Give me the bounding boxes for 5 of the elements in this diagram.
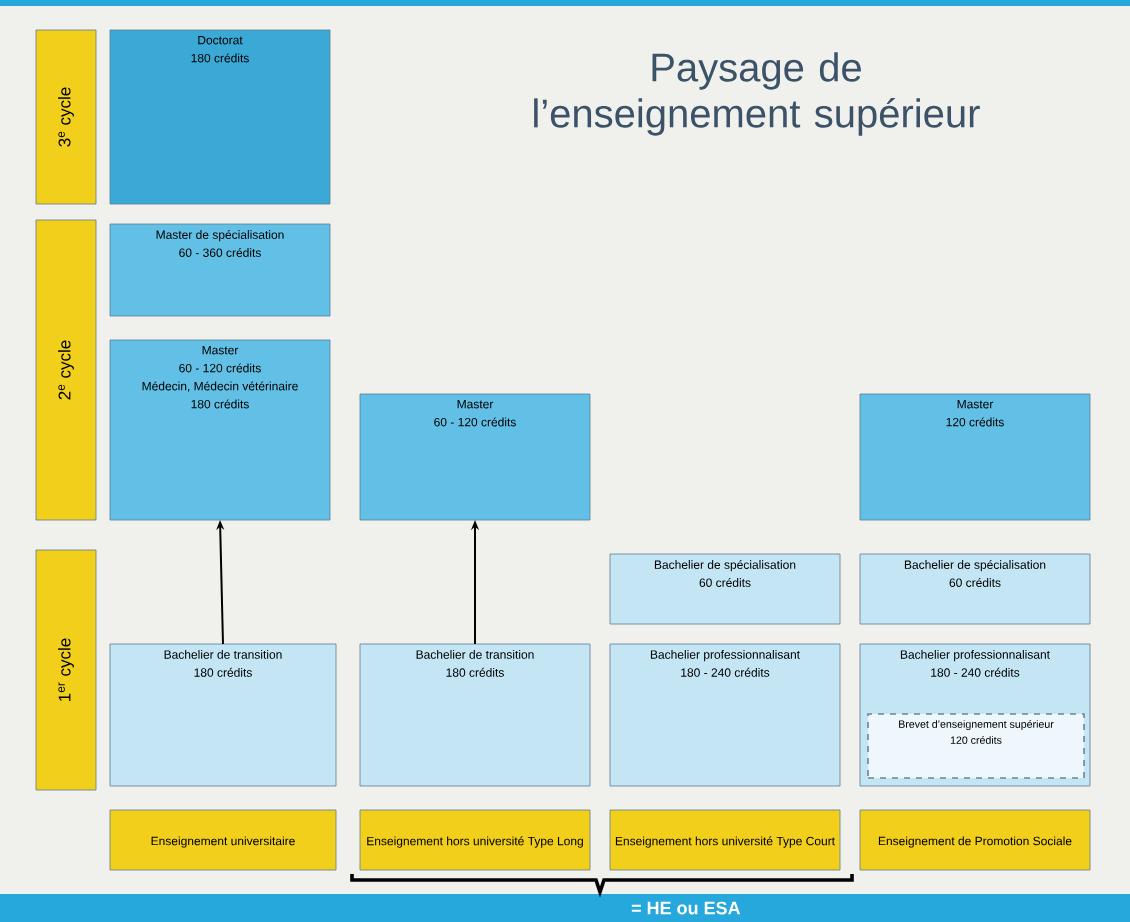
cycle-band: 1$^{er}$ cycle [35, 549, 97, 791]
cycle-band: 3$^{e}$ cycle [35, 29, 97, 205]
footer-label: = HE ou ESA [631, 901, 741, 915]
title: Paysage de l’enseignement supérieur [534, 52, 980, 136]
cycle-band: 2$^{e}$ cycle [35, 219, 97, 521]
